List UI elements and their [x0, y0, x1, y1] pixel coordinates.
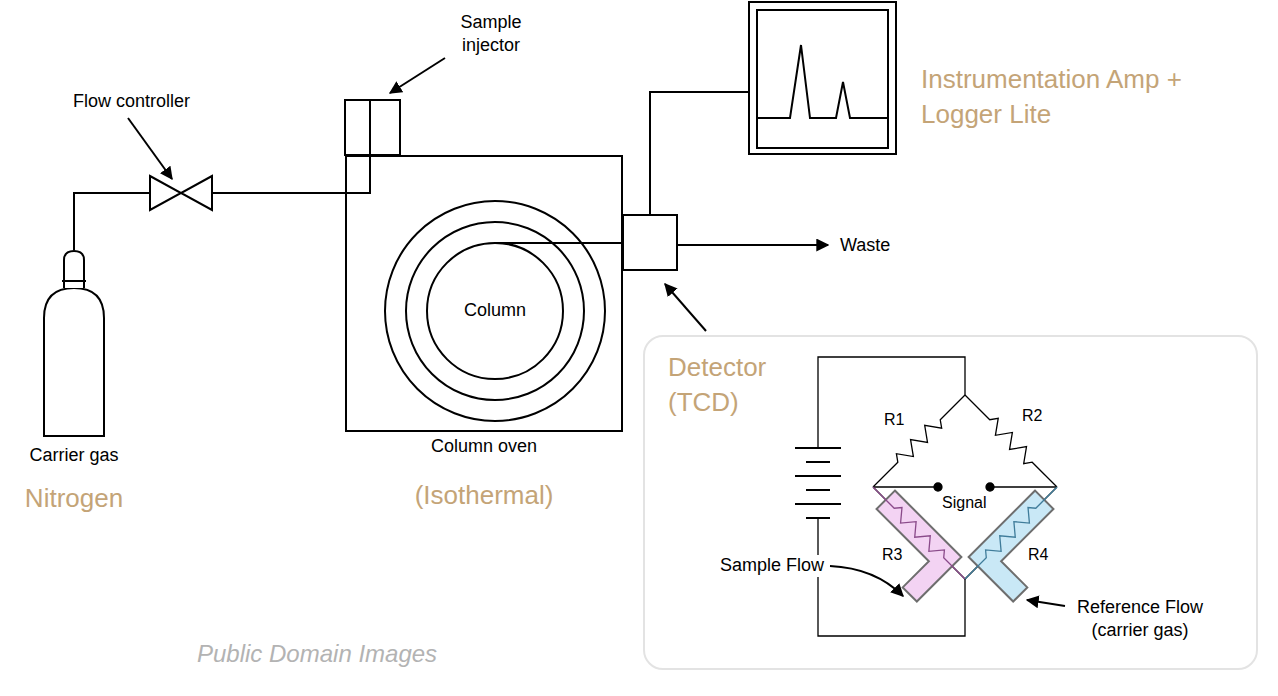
- leader-arrow: [128, 118, 172, 179]
- resistor-symbol: [965, 395, 1057, 487]
- cylinder-body: [44, 288, 104, 436]
- detector-block: [623, 215, 677, 270]
- panel-heading: Detector (TCD): [668, 350, 798, 420]
- injector-line: [345, 100, 370, 193]
- flow-label: Sample Flow: [717, 555, 827, 577]
- monitor-screen: [757, 10, 888, 148]
- cylinder-valve: [64, 251, 84, 288]
- text-group: Carrier gasNitrogen: [25, 437, 123, 514]
- leader-arrows: [128, 58, 706, 331]
- flow-arrow: [1027, 600, 1065, 606]
- flow-arrow: [830, 566, 903, 596]
- text-group: Instrumentation Amp + Logger Lite: [921, 62, 1221, 132]
- leader-arrow: [390, 58, 445, 93]
- part-label: Column oven: [415, 436, 554, 458]
- credit-note: Public Domain Images: [197, 640, 437, 669]
- monitor-frame: [749, 2, 896, 154]
- oven-mode: (Isothermal): [415, 480, 554, 511]
- monitor-outline: [748, 1, 897, 155]
- column-coil: Column: [426, 242, 564, 380]
- part-label: Column: [464, 300, 526, 322]
- resistor-name: R1: [884, 410, 904, 429]
- column-outlet: [495, 242, 623, 244]
- part-label: Carrier gas: [25, 445, 123, 467]
- resistor-symbol: [873, 395, 965, 487]
- bridge-circuit: [795, 357, 1065, 636]
- signal-name: Signal: [942, 493, 986, 512]
- wire: [818, 518, 965, 636]
- outlet-label: Waste: [840, 235, 890, 257]
- signal-terminal: [934, 483, 942, 491]
- leader-arrow: [665, 284, 706, 331]
- text-group: Column oven (Isothermal): [415, 430, 554, 511]
- gas-cylinder: Carrier gasNitrogen: [43, 250, 105, 437]
- flow-label: Reference Flow (carrier gas): [1060, 596, 1220, 642]
- column-coil-ring: [385, 201, 605, 421]
- resistor-name: R4: [1028, 545, 1048, 564]
- text-group: Column: [428, 244, 562, 378]
- gas-cylinder-outline: [43, 250, 105, 437]
- column-oven: ColumnColumn oven(Isothermal): [345, 155, 623, 432]
- wire: [818, 357, 965, 448]
- valve-symbol: [181, 176, 212, 210]
- text-group: Detector (TCD): [668, 350, 798, 420]
- resistor-name: R2: [1022, 406, 1042, 425]
- signal-terminal: [986, 483, 994, 491]
- battery-symbol: [795, 448, 841, 518]
- signal-monitor: Instrumentation Amp + Logger Lite: [748, 1, 897, 155]
- chromatogram-trace: [757, 45, 888, 118]
- resistor-name: R3: [882, 545, 902, 564]
- device-label: Instrumentation Amp + Logger Lite: [921, 62, 1221, 132]
- gas-name: Nitrogen: [25, 483, 123, 514]
- part-label: Sample injector: [451, 11, 531, 56]
- injector-port: [345, 100, 400, 155]
- part-label: Flow controller: [73, 91, 190, 113]
- valve-symbol: [150, 176, 181, 210]
- pipe-connector: [650, 92, 748, 215]
- waste-arrow: [677, 244, 828, 246]
- cylinder-collar: [62, 280, 86, 282]
- column-coil-ring: [406, 222, 584, 400]
- wire: [873, 486, 1057, 487]
- gc-apparatus: [150, 100, 828, 421]
